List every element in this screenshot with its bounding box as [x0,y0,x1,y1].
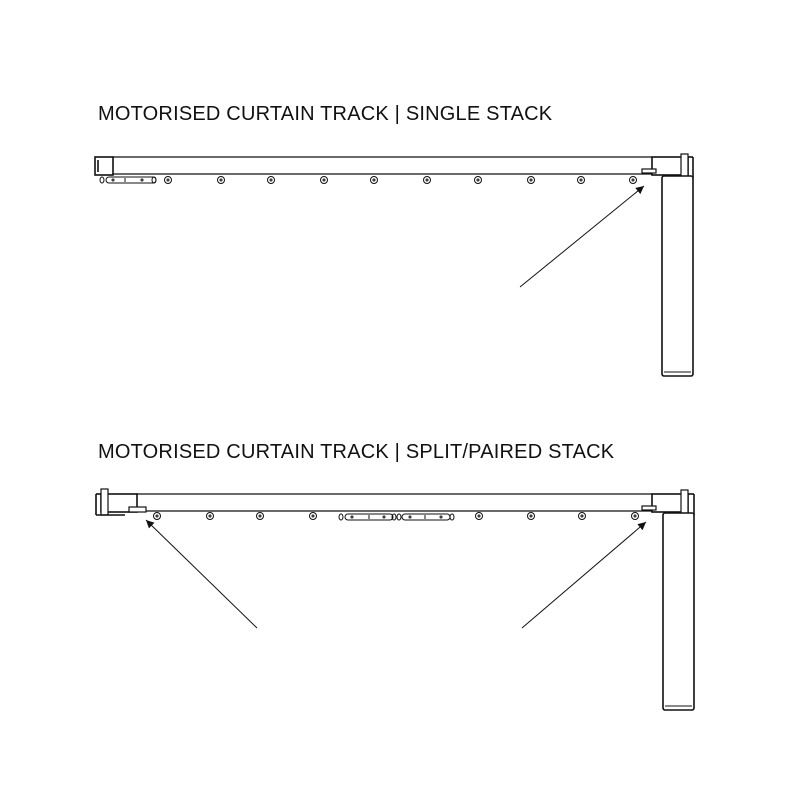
runner [629,176,637,184]
single-motor-pointer-arrow [519,185,645,288]
split-stack-diagram [95,488,695,711]
diagram-title-single-stack: MOTORISED CURTAIN TRACK | SINGLE STACK [98,103,553,125]
single-runners [164,176,637,184]
split-runners-left [153,512,317,520]
runner [475,512,483,520]
split-right-pointer-arrow [521,521,647,629]
runner [578,512,586,520]
runner [423,176,431,184]
runner [267,176,275,184]
runner [164,176,172,184]
split-master-carriers [338,513,455,521]
split-left-motor-head [95,488,147,516]
split-runners-right [475,512,639,520]
runner [256,512,264,520]
single-motor-body [661,175,694,377]
runner [370,176,378,184]
runner [527,512,535,520]
runner [631,512,639,520]
split-right-motor-head [641,489,695,516]
runner [474,176,482,184]
split-track-rail [136,493,652,512]
runner [527,176,535,184]
single-motor-head [641,153,694,179]
runner [320,176,328,184]
single-master-carrier [99,176,157,184]
single-stack-diagram [94,153,694,377]
split-left-pointer-arrow [145,519,258,629]
runner [217,176,225,184]
split-right-motor-body [662,512,695,711]
single-left-end-cap [94,156,114,176]
diagram-title-split-paired-stack: MOTORISED CURTAIN TRACK | SPLIT/PAIRED S… [98,441,615,463]
runner [206,512,214,520]
runner [577,176,585,184]
runner [153,512,161,520]
runner [309,512,317,520]
single-track-rail [112,156,652,175]
